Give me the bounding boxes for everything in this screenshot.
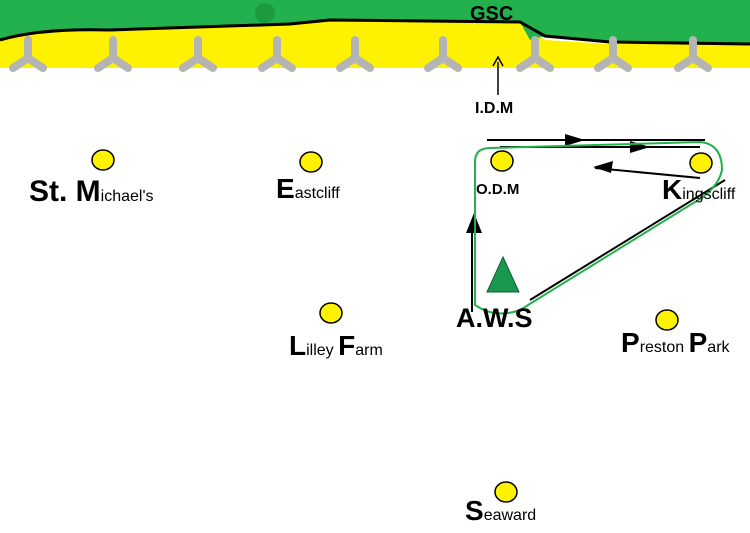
- sand-strip: [0, 20, 750, 68]
- node-seaward-icon: [494, 481, 518, 503]
- route-loop: [474, 140, 724, 315]
- route-line-diagonal: [529, 179, 726, 301]
- groyne-icon: [594, 36, 632, 72]
- node-lilley-farm-icon: [319, 302, 343, 324]
- groyne-icon: [516, 36, 554, 72]
- grass-area: [0, 0, 750, 44]
- label-odm: O.D.M: [476, 181, 519, 198]
- label-eastcliff: Eastcliff: [276, 173, 340, 204]
- route-line-return: [594, 167, 701, 179]
- route-arrowhead-icon: [565, 134, 585, 146]
- idm-label: I.D.M: [475, 100, 513, 117]
- groyne-icon: [179, 36, 217, 72]
- coast-line: [0, 18, 750, 46]
- groyne-icon: [424, 36, 462, 72]
- node-odm-icon: [490, 150, 514, 172]
- groyne-icon: [674, 36, 712, 72]
- gsc-label: GSC: [470, 3, 513, 25]
- idm-arrowhead-icon: [492, 55, 504, 67]
- label-st-michaels: St. Michael's: [29, 175, 154, 208]
- label-aws: A.W.S: [456, 303, 533, 333]
- label-seaward: Seaward: [465, 495, 536, 526]
- node-preston-park-icon: [655, 309, 679, 331]
- groyne-icon: [258, 36, 296, 72]
- node-st-michaels-icon: [91, 149, 115, 171]
- node-kingscliff-icon: [689, 152, 713, 174]
- groyne-icon: [336, 36, 374, 72]
- node-eastcliff-icon: [299, 151, 323, 173]
- route-arrowhead-icon: [593, 161, 613, 173]
- label-lilley-farm: Lilley Farm: [289, 330, 383, 361]
- aws-triangle-icon: [486, 255, 520, 293]
- groyne-row: [9, 36, 712, 72]
- label-kingscliff: Kingscliff: [662, 174, 736, 205]
- groyne-icon: [9, 36, 47, 72]
- tree-icon: [255, 3, 275, 23]
- label-preston-park: Preston Park: [621, 327, 731, 358]
- node-group: [91, 149, 713, 503]
- groyne-icon: [94, 36, 132, 72]
